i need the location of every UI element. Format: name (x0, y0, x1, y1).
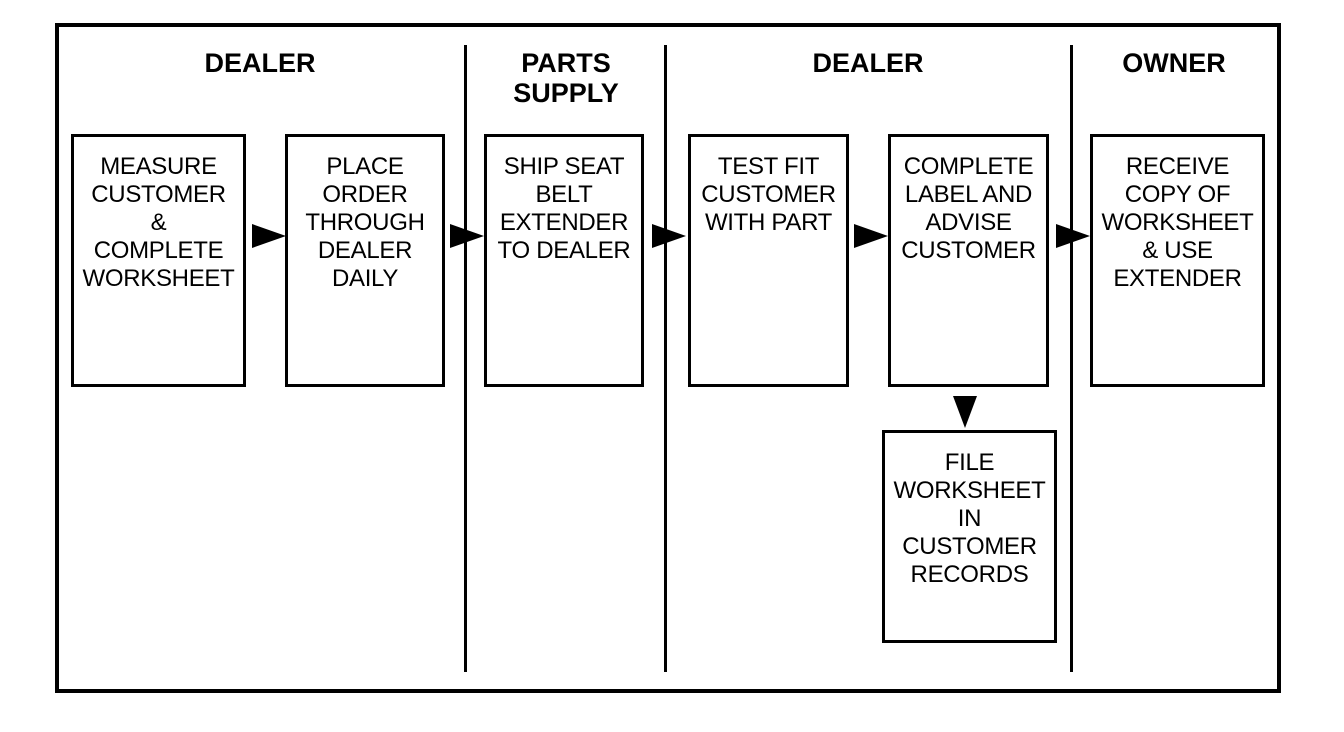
diagram-frame (55, 23, 1281, 693)
lane-title-parts-supply: PARTS SUPPLY (513, 48, 619, 108)
flow-arrow-down-icon (953, 396, 977, 428)
flow-arrow-right-icon (1056, 224, 1090, 248)
step-complete-label: COMPLETE LABEL AND ADVISE CUSTOMER (888, 134, 1049, 387)
lane-title-dealer-second: DEALER (812, 48, 924, 78)
step-label: MEASURE CUSTOMER & COMPLETE WORKSHEET (82, 153, 235, 292)
step-label: TEST FIT CUSTOMER WITH PART (701, 153, 836, 236)
step-label: COMPLETE LABEL AND ADVISE CUSTOMER (901, 153, 1036, 264)
lane-divider (464, 45, 467, 672)
step-label: PLACE ORDER THROUGH DEALER DAILY (305, 153, 425, 292)
lane-title-dealer: DEALER (204, 48, 316, 78)
flow-arrow-right-icon (252, 224, 286, 248)
step-label: FILE WORKSHEET IN CUSTOMER RECORDS (893, 449, 1046, 588)
flow-arrow-right-icon (854, 224, 888, 248)
step-file-worksheet: FILE WORKSHEET IN CUSTOMER RECORDS (882, 430, 1057, 643)
step-place-order: PLACE ORDER THROUGH DEALER DAILY (285, 134, 445, 387)
lane-title-owner: OWNER (1122, 48, 1226, 78)
flow-arrow-right-icon (450, 224, 484, 248)
step-label: RECEIVE COPY OF WORKSHEET & USE EXTENDER (1101, 153, 1254, 292)
step-receive-copy: RECEIVE COPY OF WORKSHEET & USE EXTENDER (1090, 134, 1265, 387)
step-ship-extender: SHIP SEAT BELT EXTENDER TO DEALER (484, 134, 644, 387)
flow-arrow-right-icon (652, 224, 686, 248)
step-measure-customer: MEASURE CUSTOMER & COMPLETE WORKSHEET (71, 134, 246, 387)
lane-divider (1070, 45, 1073, 672)
step-label: SHIP SEAT BELT EXTENDER TO DEALER (497, 153, 631, 264)
lane-divider (664, 45, 667, 672)
step-test-fit: TEST FIT CUSTOMER WITH PART (688, 134, 849, 387)
